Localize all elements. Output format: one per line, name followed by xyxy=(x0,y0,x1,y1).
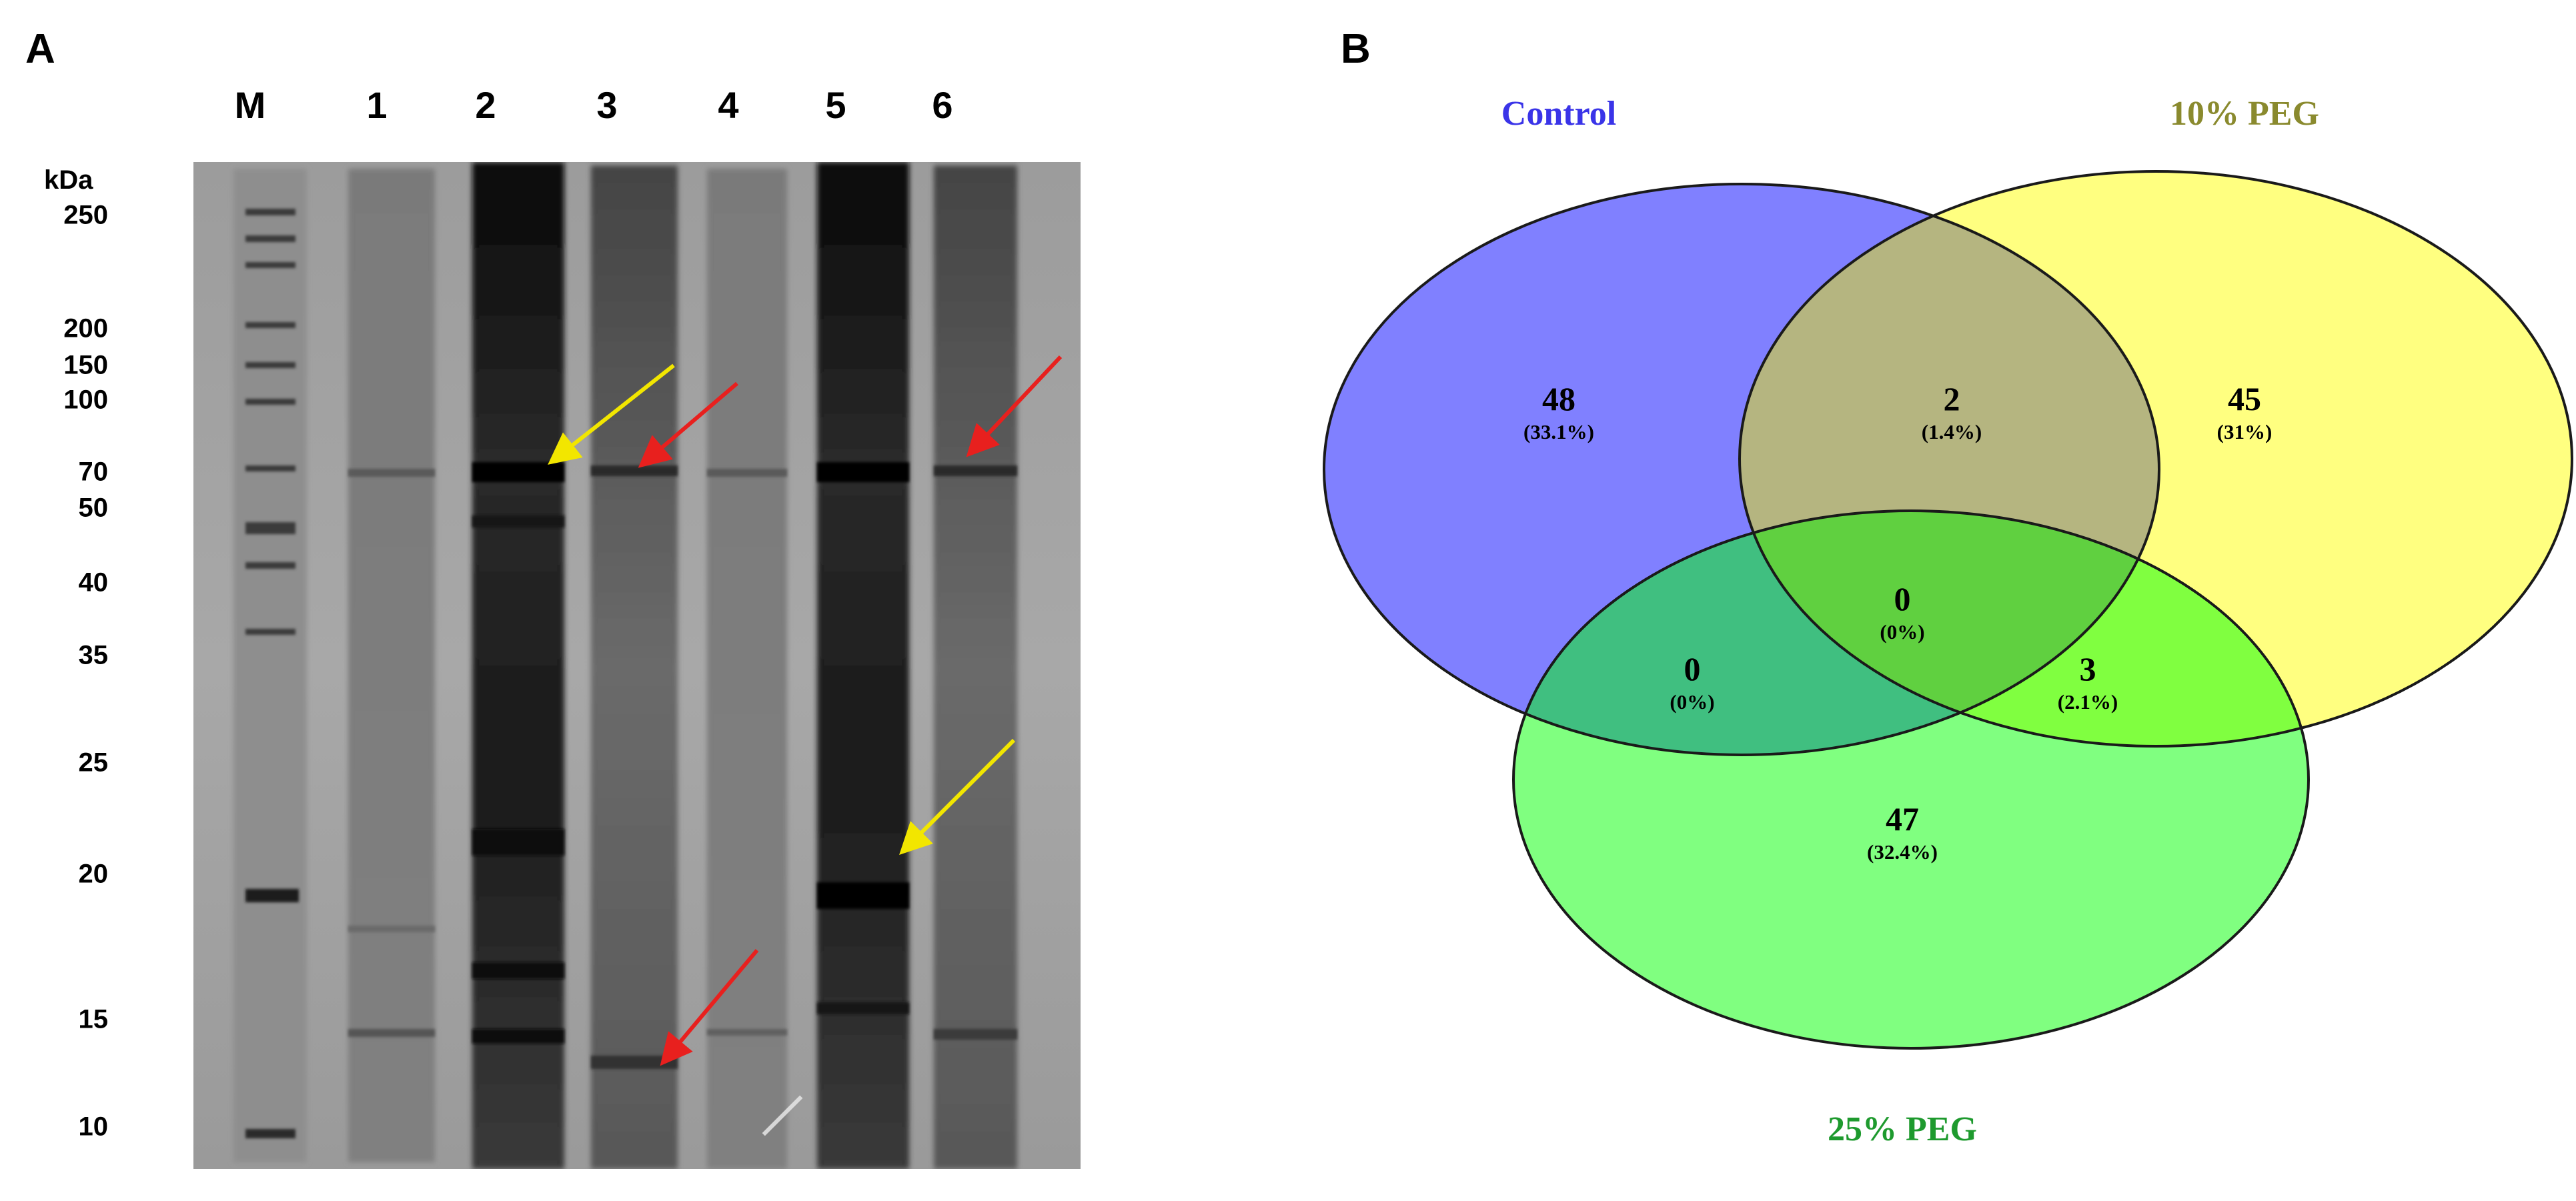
set-peg25-outline xyxy=(1512,509,2310,1050)
svg-text:3: 3 xyxy=(2080,650,2096,688)
marker-label-20: 20 xyxy=(78,859,109,889)
sample-bands xyxy=(348,462,1017,1069)
lane-label-6: 6 xyxy=(932,84,953,126)
region-control-peg25: 0 (0%) xyxy=(1670,650,1714,714)
lane-label-4: 4 xyxy=(718,84,739,126)
svg-text:(0%): (0%) xyxy=(1880,620,1924,644)
venn-fills xyxy=(1324,171,2572,1048)
gel-lane-5 xyxy=(817,162,909,1169)
svg-text:45: 45 xyxy=(2228,380,2261,417)
marker-label-10: 10 xyxy=(78,1112,109,1142)
lane-label-1: 1 xyxy=(366,84,388,126)
set-label-peg10: 10% PEG xyxy=(2170,95,2319,133)
lane-label-m: M xyxy=(234,84,266,126)
svg-text:(33.1%): (33.1%) xyxy=(1523,420,1594,443)
kda-unit-label: kDa xyxy=(44,165,93,195)
marker-label-50: 50 xyxy=(78,493,109,523)
marker-label-35: 35 xyxy=(78,640,109,670)
region-peg10-peg25: 3 (2.1%) xyxy=(2058,650,2118,714)
gel-arrows xyxy=(548,355,1063,1066)
lane-label-5: 5 xyxy=(825,84,846,126)
gel-lane-6 xyxy=(934,165,1017,1169)
venn-outlines xyxy=(1323,170,2573,1050)
marker-label-250: 250 xyxy=(63,200,108,230)
svg-text:(32.4%): (32.4%) xyxy=(1867,840,1938,864)
region-control-only: 48 (33.1%) xyxy=(1523,380,1594,443)
gel-image xyxy=(193,162,1081,1169)
region-control-peg10: 2 (1.4%) xyxy=(1922,380,1982,443)
marker-label-40: 40 xyxy=(78,567,109,597)
svg-text:(2.1%): (2.1%) xyxy=(2058,690,2118,714)
set-label-peg25: 25% PEG xyxy=(1828,1110,1977,1148)
svg-text:48: 48 xyxy=(1542,380,1575,417)
svg-text:0: 0 xyxy=(1894,580,1911,618)
marker-label-200: 200 xyxy=(63,313,108,343)
red-arrow-lane-3-lower xyxy=(660,949,759,1066)
red-arrow-lane-3-upper xyxy=(638,381,738,468)
marker-label-150: 150 xyxy=(63,350,108,380)
svg-text:(0%): (0%) xyxy=(1670,690,1714,714)
svg-text:(1.4%): (1.4%) xyxy=(1922,420,1982,443)
lane-label-2: 2 xyxy=(475,84,496,126)
yellow-arrow-lane-5 xyxy=(899,738,1016,855)
set-label-control: Control xyxy=(1501,95,1616,133)
svg-text:47: 47 xyxy=(1886,800,1919,838)
marker-label-25: 25 xyxy=(78,748,109,778)
venn-diagram: Control 10% PEG 25% PEG 48 (33.1%) 2 (1.… xyxy=(1323,95,2573,1148)
gel-lane-2 xyxy=(472,162,564,1169)
lane-label-3: 3 xyxy=(596,84,618,126)
red-arrow-lane-6 xyxy=(966,355,1063,457)
marker-ladder-bands xyxy=(245,209,299,1138)
gel-lane-4 xyxy=(707,169,787,1169)
overlap-peg10-peg25 xyxy=(1740,511,2309,746)
region-peg10-only: 45 (31%) xyxy=(2217,380,2273,443)
panel-label-a: A xyxy=(25,26,55,72)
gel-lane-m xyxy=(233,169,307,1162)
yellow-arrow-lane-2 xyxy=(548,363,675,465)
marker-label-100: 100 xyxy=(63,385,108,415)
marker-label-15: 15 xyxy=(78,1004,109,1034)
panel-label-b: B xyxy=(1341,26,1371,72)
gel-lane-3 xyxy=(591,165,678,1169)
region-all-three: 0 (0%) xyxy=(1880,580,1924,644)
gel-lane-1 xyxy=(348,169,435,1162)
gel-artifact xyxy=(762,1095,803,1136)
svg-text:(31%): (31%) xyxy=(2217,420,2273,443)
set-control-outline xyxy=(1323,183,2160,756)
svg-text:0: 0 xyxy=(1684,650,1701,688)
marker-label-70: 70 xyxy=(78,457,109,487)
set-peg10-outline xyxy=(1738,170,2573,748)
svg-text:2: 2 xyxy=(1944,380,1960,417)
region-peg25-only: 47 (32.4%) xyxy=(1867,800,1938,864)
